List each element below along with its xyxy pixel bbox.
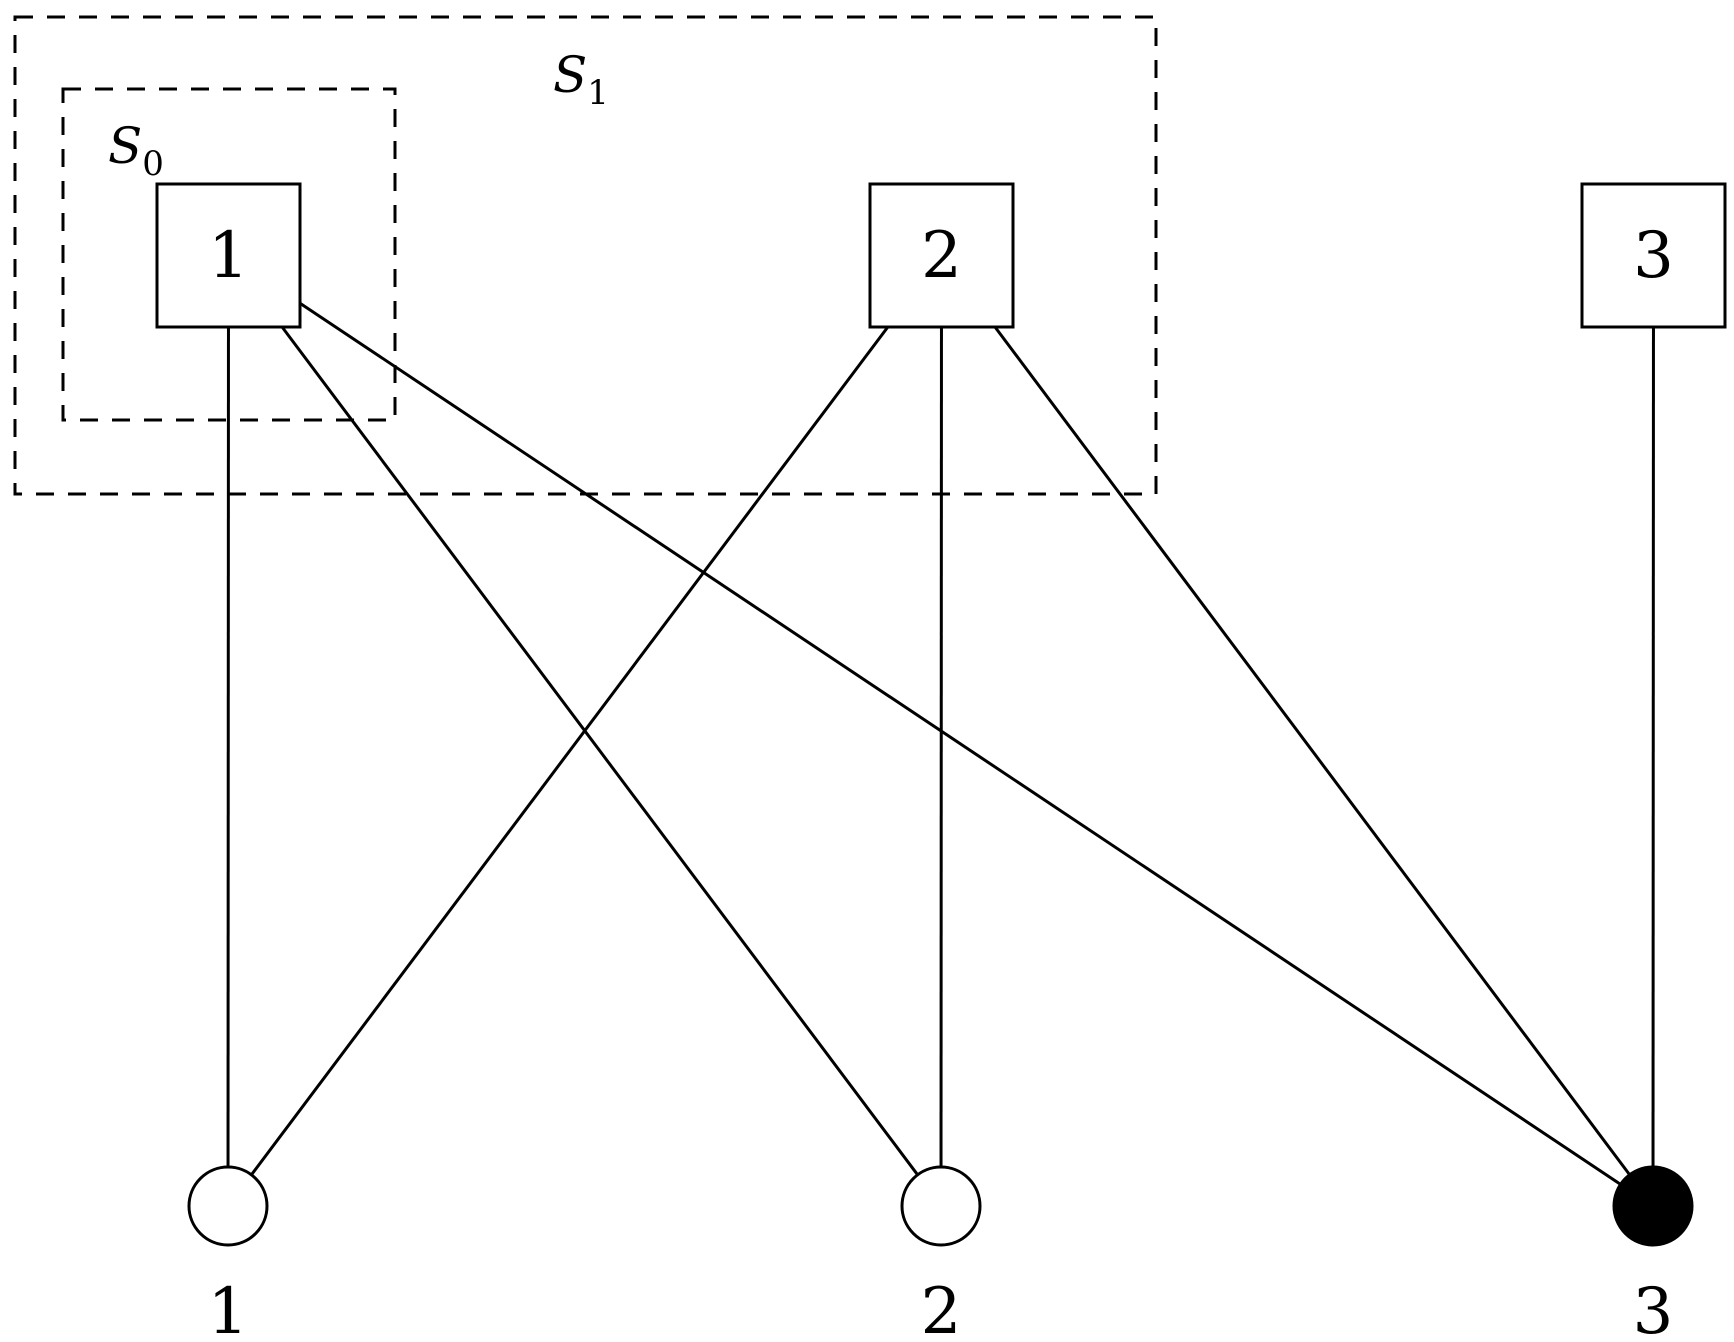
edge-c2-v1: [250, 326, 890, 1176]
edge-c1-v2: [280, 326, 919, 1176]
check-node-3: [1580, 182, 1727, 329]
group-s1-subscript: 1: [587, 73, 609, 113]
group-s0-letter: S: [108, 117, 142, 175]
group-s1-letter: S: [553, 46, 587, 104]
variable-node-2: [900, 1165, 982, 1247]
check-node-1-label: 1: [208, 219, 249, 293]
edge-c1-v3: [299, 301, 1622, 1186]
variable-node-1: [187, 1165, 269, 1247]
group-s0-label: S0: [108, 117, 164, 184]
variable-node-2-label: 2: [921, 1275, 962, 1342]
edge-c2-v3: [993, 326, 1631, 1176]
variable-node-3-label: 3: [1633, 1275, 1674, 1342]
check-nodes: 1 2 3: [155, 182, 1727, 329]
variable-node-3: [1612, 1165, 1694, 1247]
group-s1-label: S1: [553, 46, 609, 113]
check-node-2-label: 2: [921, 219, 962, 293]
variable-node-1-label: 1: [208, 1275, 249, 1342]
group-s0-box: [61, 87, 397, 422]
check-node-2: [868, 182, 1015, 329]
variable-nodes: 1 2 3: [187, 1165, 1694, 1342]
check-node-3-label: 3: [1633, 219, 1674, 293]
group-s0-subscript: 0: [142, 144, 164, 184]
group-s1-box: [13, 15, 1158, 496]
edges-layer: [226, 301, 1655, 1186]
check-node-1: [155, 182, 302, 329]
